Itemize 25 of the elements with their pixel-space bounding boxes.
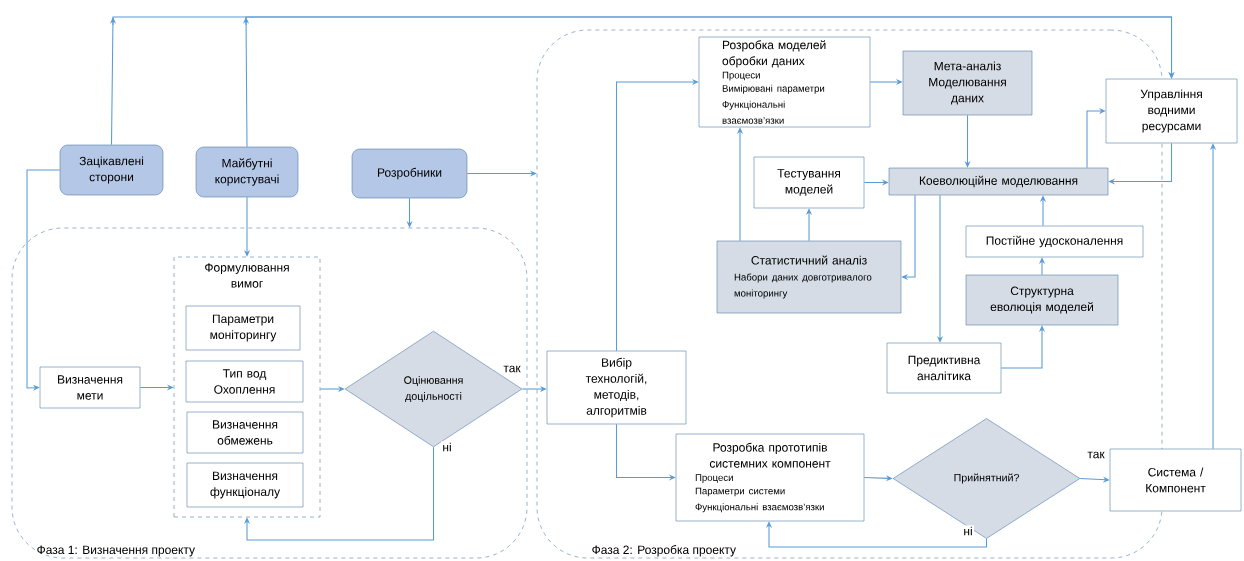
process-box: Визначення мети: [39, 366, 141, 409]
process-box: Розробка моделей обробки даних Процеси Вимірювані параметри Функціональні взаємозв’язки: [698, 36, 871, 128]
process-box: Тип вод Охоплення: [185, 360, 304, 403]
process-box: Визначення обмежень: [186, 411, 304, 454]
process-box: Постійне удосконалення: [965, 225, 1144, 258]
role-box: Майбутні користувачі: [195, 146, 299, 198]
process-box: Коеволюційне моделювання: [888, 167, 1109, 196]
arrow: [243, 446, 435, 541]
edge-label: так: [502, 364, 522, 374]
edge-label: ні: [441, 441, 453, 453]
process-box: Система / Компонент: [1109, 448, 1242, 512]
role-box: Розробники: [351, 148, 468, 199]
process-box: Статистичний аналіз Набори даних довготривалого моніторингу: [716, 240, 902, 314]
edge-label: так: [1086, 450, 1106, 460]
process-box: Вибір технологій, методів, алгоритмів: [546, 350, 687, 425]
process-box: Тестування моделей: [753, 156, 865, 209]
role-box: Зацікавлені сторони: [59, 144, 164, 196]
process-box: Предиктивна аналітика: [886, 342, 1002, 394]
process-box: Управління водними ресурсами: [1105, 78, 1238, 144]
process-box: Мета-аналіз Моделювання даних: [902, 50, 1033, 116]
process-box: Параметри моніторингу: [185, 305, 301, 351]
edge-label: ні: [962, 525, 974, 537]
process-box: Структурна еволюція моделей: [965, 274, 1119, 326]
process-box: Визначення функціоналу: [186, 462, 304, 508]
process-box: Розробка прототипів системних компонент Процеси Параметри системи Функціональні взаємозв’язки: [675, 433, 865, 522]
